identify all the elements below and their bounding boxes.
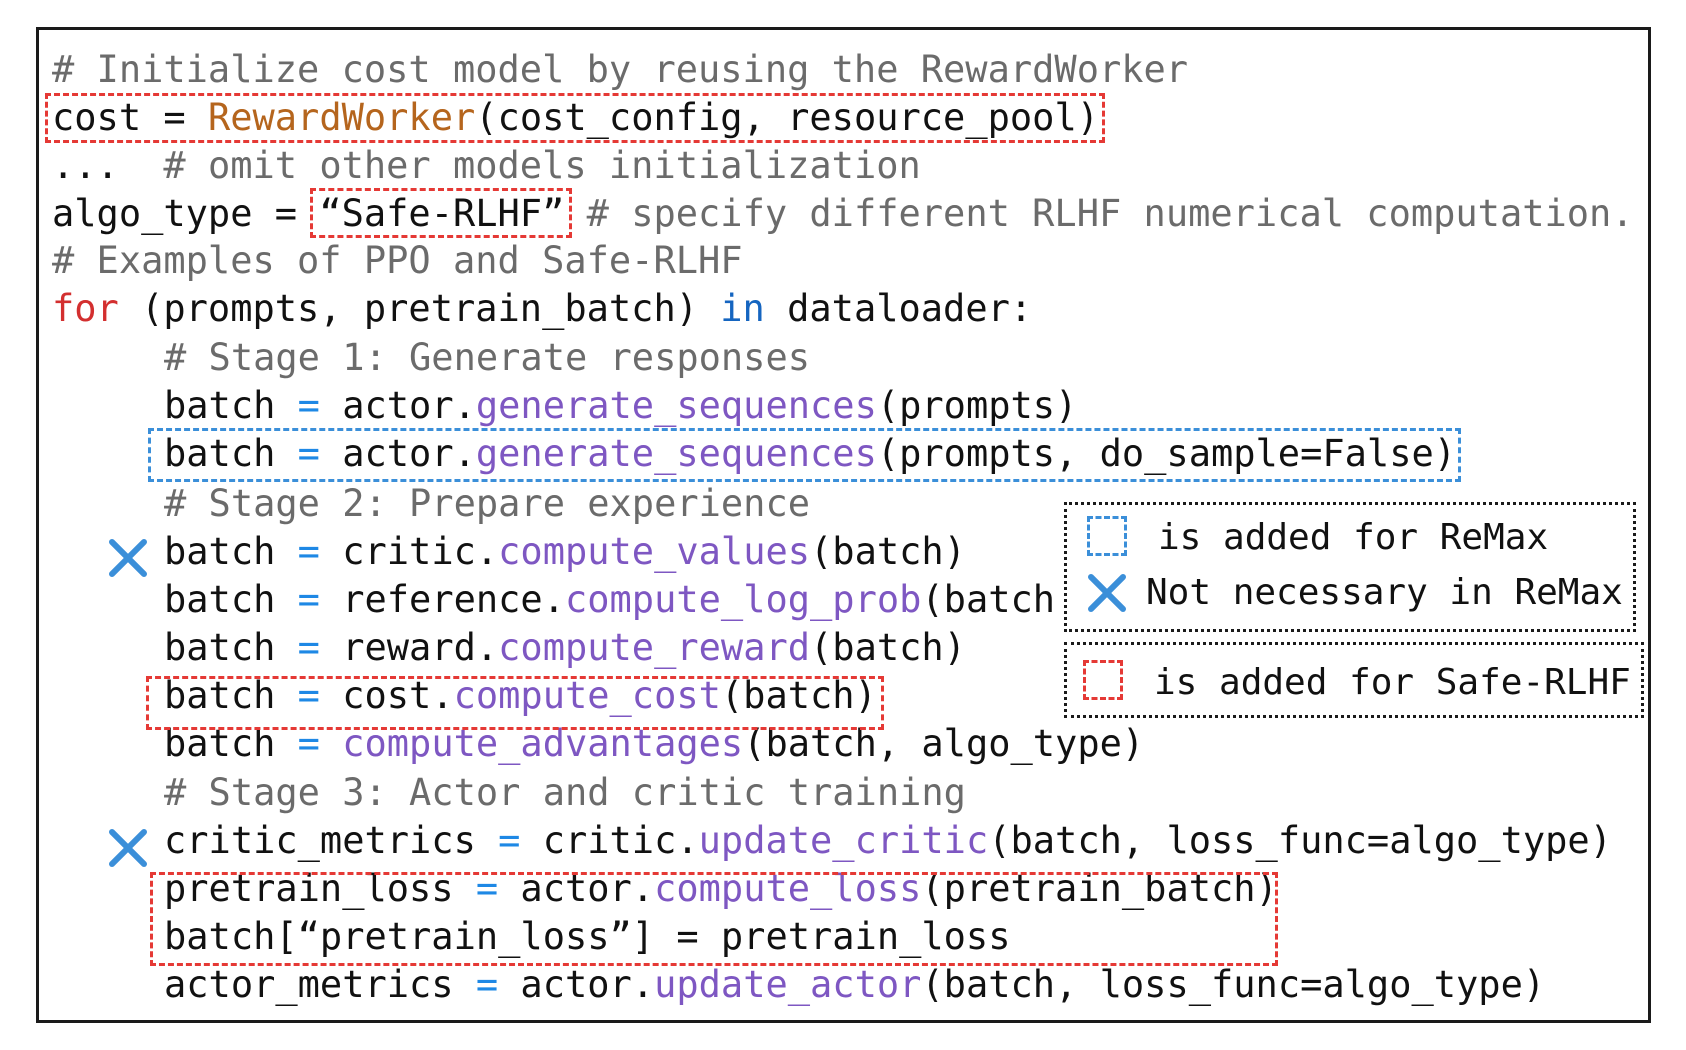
code-token: (batch) — [810, 530, 966, 573]
safe-rlhf-box-cost-init — [45, 93, 1105, 143]
code-token: reward. — [319, 626, 499, 669]
code-token: = — [297, 530, 320, 573]
code-token: “Safe-RLHF” — [319, 192, 565, 235]
code-token: batch — [164, 674, 298, 717]
code-token: (batch, loss_func=algo_type) — [921, 963, 1546, 1006]
code-line: critic_metrics = critic.update_critic(ba… — [164, 818, 1612, 864]
code-token: batch — [164, 432, 298, 475]
code-token: = — [475, 963, 499, 1006]
code-token: (prompts, pretrain_batch) — [118, 287, 721, 330]
code-token: actor. — [319, 432, 476, 475]
code-token: # Stage 3: Actor and critic training — [164, 771, 966, 814]
code-line: # Examples of PPO and Safe-RLHF — [52, 238, 743, 284]
not-necessary-x-icon-update-critic — [109, 829, 147, 867]
code-token: algo_type = — [52, 192, 320, 235]
code-token: compute_log_prob — [564, 578, 922, 621]
code-token: compute_cost — [453, 674, 721, 717]
code-token: reference. — [319, 578, 565, 621]
legend-remax-added-label: is added for ReMax — [1158, 517, 1549, 558]
code-figure-frame — [36, 27, 1651, 1023]
code-line: # Stage 3: Actor and critic training — [164, 770, 966, 816]
code-token: dataloader: — [764, 287, 1033, 330]
code-token: critic. — [319, 530, 499, 573]
code-token: actor. — [319, 384, 476, 427]
code-token: update_actor — [654, 963, 922, 1006]
code-line: batch = critic.compute_values(batch) — [164, 529, 966, 575]
code-token: generate_sequences — [475, 432, 877, 475]
code-token: = — [163, 96, 186, 139]
code-token: batch — [164, 626, 298, 669]
code-token: = — [297, 626, 320, 669]
code-line: batch = actor.generate_sequences(prompts… — [164, 383, 1077, 429]
code-token: (prompts, do_sample=False) — [876, 432, 1457, 475]
code-token: # Examples of PPO and Safe-RLHF — [52, 239, 743, 282]
code-token: # Initialize cost model by reusing the R… — [52, 48, 1189, 91]
code-line: # Stage 2: Prepare experience — [164, 481, 810, 527]
code-token: = — [297, 578, 320, 621]
code-token: (batch, loss_func=algo_type) — [988, 819, 1612, 862]
code-line: batch = actor.generate_sequences(prompts… — [164, 431, 1456, 477]
code-token: (cost_config, resource_pool) — [475, 96, 1099, 139]
code-token: # Stage 2: Prepare experience — [164, 482, 811, 525]
code-token: = — [297, 384, 320, 427]
code-token: = — [498, 819, 521, 862]
code-line: # Stage 1: Generate responses — [164, 335, 810, 381]
code-token: compute_values — [498, 530, 811, 573]
code-token: (batch — [921, 578, 1056, 621]
code-token: critic. — [520, 819, 699, 862]
code-line: for (prompts, pretrain_batch) in dataloa… — [52, 286, 1032, 332]
safe-rlhf-box-algo-type — [310, 188, 572, 238]
code-token: batch[“pretrain_loss”] = pretrain_loss — [164, 915, 1011, 958]
legend-remax-not-necessary-label: Not necessary in ReMax — [1146, 572, 1623, 613]
legend-remax — [1064, 502, 1636, 632]
legend-safe-rlhf-added-label: is added for Safe-RLHF — [1154, 662, 1631, 703]
code-token: RewardWorker — [207, 96, 476, 139]
code-token: (prompts) — [876, 384, 1078, 427]
legend-red-box-icon — [1083, 660, 1123, 700]
code-line: # Initialize cost model by reusing the R… — [52, 47, 1188, 93]
code-line: ... # omit other models initialization — [52, 143, 921, 189]
code-token: batch — [164, 384, 298, 427]
legend-blue-box-icon — [1087, 516, 1127, 556]
code-token: critic_metrics — [164, 819, 499, 862]
code-token: ... — [52, 144, 164, 187]
not-necessary-x-icon-compute-values — [109, 539, 147, 577]
code-line: batch = reward.compute_reward(batch) — [164, 625, 966, 671]
code-token: = — [297, 722, 320, 765]
code-token: (batch) — [810, 626, 966, 669]
code-token: actor. — [498, 963, 655, 1006]
code-token: # omit other models initialization — [163, 144, 921, 187]
code-token: = — [297, 432, 320, 475]
code-token: # specify different RLHF numerical compu… — [586, 192, 1634, 235]
code-line: batch = cost.compute_cost(batch) — [164, 673, 877, 719]
safe-rlhf-box-pretrain-loss — [150, 872, 1278, 966]
legend-x-icon — [1088, 574, 1126, 612]
code-line: actor_metrics = actor.update_actor(batch… — [164, 962, 1545, 1008]
code-token: actor_metrics — [164, 963, 476, 1006]
code-token: = — [475, 867, 499, 910]
code-token: # Stage 1: Generate responses — [164, 336, 811, 379]
code-token: compute_reward — [498, 626, 811, 669]
code-token: generate_sequences — [475, 384, 877, 427]
code-token: in — [720, 287, 765, 330]
legend-safe-rlhf — [1064, 642, 1644, 718]
code-line: cost = RewardWorker(cost_config, resourc… — [52, 95, 1099, 141]
code-line: algo_type = “Safe-RLHF” # specify differ… — [52, 191, 1634, 237]
code-token: update_critic — [698, 819, 989, 862]
code-token: cost — [52, 96, 164, 139]
code-token: cost. — [319, 674, 454, 717]
code-token: batch — [164, 530, 298, 573]
code-token: batch — [164, 578, 298, 621]
code-line: batch[“pretrain_loss”] = pretrain_loss — [164, 914, 1010, 960]
code-token: for — [52, 287, 119, 330]
remax-box-greedy-generate — [148, 428, 1461, 482]
safe-rlhf-box-compute-cost — [146, 676, 884, 730]
code-line: batch = reference.compute_log_prob(batch — [164, 577, 1055, 623]
code-token: (batch) — [720, 674, 877, 717]
code-token: = — [297, 674, 320, 717]
